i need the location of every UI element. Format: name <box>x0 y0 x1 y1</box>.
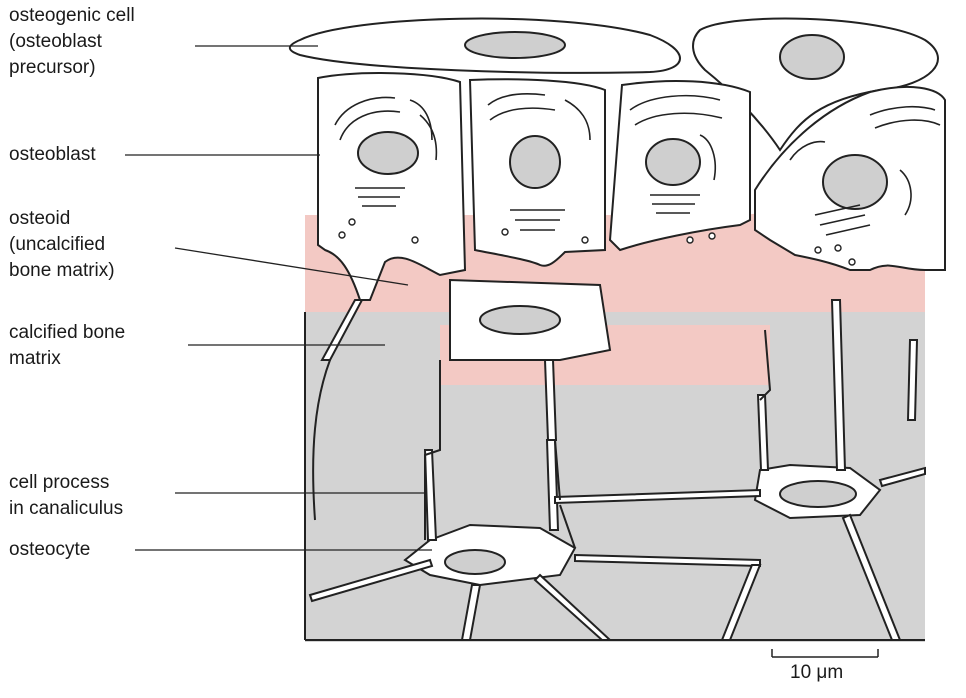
label-line: bone matrix) <box>9 260 115 281</box>
osteoblast-1-nucleus <box>357 131 419 175</box>
label-line: (uncalcified <box>9 234 106 255</box>
label-line: osteoid <box>9 208 71 229</box>
label-line: cell process <box>9 472 110 493</box>
label-cell-process: cell process in canaliculus <box>9 470 123 522</box>
osteocyte-nucleus-upper <box>479 305 561 335</box>
osteogenic-nucleus-left <box>464 31 566 59</box>
matrix-blocks <box>304 312 925 641</box>
leader-lines <box>125 45 432 551</box>
osteogenic-cell-right <box>692 17 939 152</box>
osteogenic-nucleus-right <box>779 34 845 80</box>
label-line: osteocyte <box>9 539 91 560</box>
label-line: (osteoblast <box>9 31 102 52</box>
label-osteoblast: osteoblast <box>9 142 96 168</box>
vesicles <box>338 218 856 266</box>
label-calcified-bone-matrix: calcified bone matrix <box>9 320 125 372</box>
osteocyte-nucleus-lower <box>444 549 506 575</box>
label-line: precursor) <box>9 57 96 78</box>
osteogenic-cells <box>288 17 939 152</box>
label-osteoid: osteoid (uncalcified bone matrix) <box>9 206 115 284</box>
label-line: in canaliculus <box>9 498 124 519</box>
label-line: calcified bone <box>9 322 126 343</box>
osteocyte-nucleus-right <box>779 480 857 508</box>
organelles <box>334 93 941 236</box>
scale-bar <box>771 649 879 658</box>
osteoblast-1 <box>317 72 467 301</box>
osteoblast-3-nucleus <box>645 138 701 186</box>
label-line: matrix <box>9 348 61 369</box>
scale-bar-label: 10 μm <box>790 662 844 683</box>
osteoblasts <box>317 72 946 301</box>
osteoblast-4-nucleus <box>822 154 888 210</box>
osteoblast-2-nucleus <box>509 135 561 189</box>
label-line: osteoblast <box>9 144 96 165</box>
leader-osteoid <box>174 247 409 286</box>
label-osteogenic-cell: osteogenic cell (osteoblast precursor) <box>9 3 135 81</box>
label-osteocyte: osteocyte <box>9 537 90 563</box>
label-line: osteogenic cell <box>9 5 135 26</box>
